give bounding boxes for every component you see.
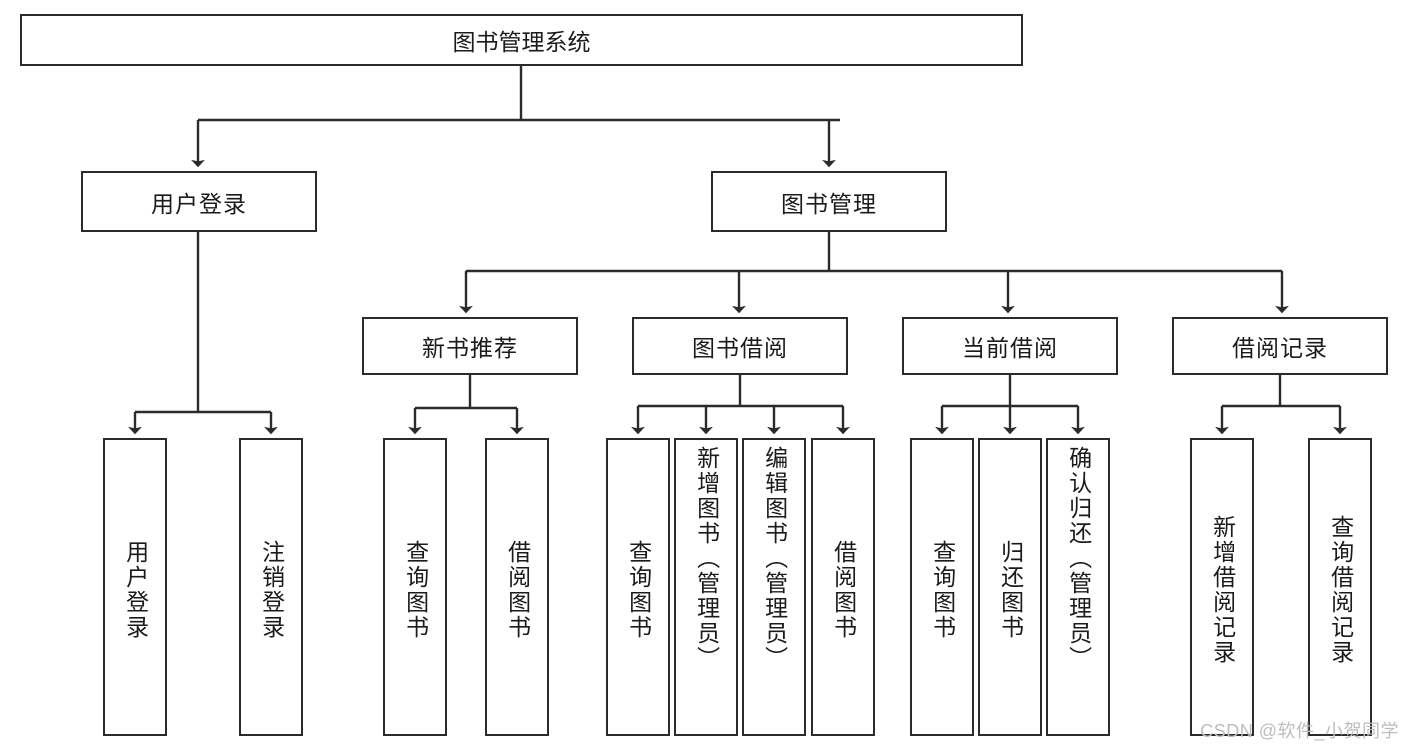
node-borrow-record-label: 借阅记录: [1232, 335, 1328, 361]
leaf-query-borrow-record[interactable]: 查询借阅记录: [1308, 438, 1372, 736]
node-borrow-record[interactable]: 借阅记录: [1172, 317, 1388, 375]
leaf-query-book-current-label: 查询图书: [929, 540, 956, 640]
leaf-query-book-borrow-label: 查询图书: [625, 540, 652, 640]
leaf-query-book-newbook-label: 查询图书: [402, 540, 429, 640]
node-root[interactable]: 图书管理系统: [20, 14, 1023, 66]
node-book-borrow[interactable]: 图书借阅: [632, 317, 848, 375]
node-user-login-label: 用户登录: [151, 190, 247, 217]
node-new-book-recommend[interactable]: 新书推荐: [362, 317, 578, 375]
node-user-login[interactable]: 用户登录: [81, 171, 317, 232]
leaf-query-borrow-record-label: 查询借阅记录: [1327, 515, 1354, 665]
leaf-user-login-label: 用户登录: [122, 540, 149, 640]
node-book-management[interactable]: 图书管理: [711, 171, 947, 232]
node-book-management-label: 图书管理: [781, 190, 877, 217]
leaf-add-book-admin-label: 新增图书（管理员）: [693, 446, 720, 671]
leaf-borrow-book-label: 借阅图书: [830, 540, 857, 640]
leaf-return-book-label: 归还图书: [997, 540, 1024, 640]
node-new-book-recommend-label: 新书推荐: [422, 335, 518, 361]
leaf-add-borrow-record[interactable]: 新增借阅记录: [1190, 438, 1254, 736]
leaf-add-borrow-record-label: 新增借阅记录: [1209, 515, 1236, 665]
csdn-watermark: CSDN @软件_小贺同学: [1200, 721, 1399, 741]
leaf-user-login[interactable]: 用户登录: [103, 438, 167, 736]
leaf-confirm-return-admin-label: 确认归还（管理员）: [1065, 446, 1092, 671]
leaf-query-book-current[interactable]: 查询图书: [910, 438, 974, 736]
node-current-borrow[interactable]: 当前借阅: [902, 317, 1118, 375]
leaf-borrow-book[interactable]: 借阅图书: [811, 438, 875, 736]
node-book-borrow-label: 图书借阅: [692, 335, 788, 361]
node-current-borrow-label: 当前借阅: [962, 335, 1058, 361]
leaf-edit-book-admin-label: 编辑图书（管理员）: [761, 446, 788, 671]
leaf-add-book-admin[interactable]: 新增图书（管理员）: [674, 438, 738, 736]
leaf-query-book-borrow[interactable]: 查询图书: [606, 438, 670, 736]
leaf-edit-book-admin[interactable]: 编辑图书（管理员）: [742, 438, 806, 736]
leaf-borrow-book-newbook-label: 借阅图书: [504, 540, 531, 640]
leaf-logout[interactable]: 注销登录: [239, 438, 303, 736]
leaf-return-book[interactable]: 归还图书: [978, 438, 1042, 736]
leaf-borrow-book-newbook[interactable]: 借阅图书: [485, 438, 549, 736]
leaf-logout-label: 注销登录: [258, 540, 285, 640]
leaf-confirm-return-admin[interactable]: 确认归还（管理员）: [1046, 438, 1110, 736]
leaf-query-book-newbook[interactable]: 查询图书: [383, 438, 447, 736]
node-root-label: 图书管理系统: [452, 29, 591, 55]
